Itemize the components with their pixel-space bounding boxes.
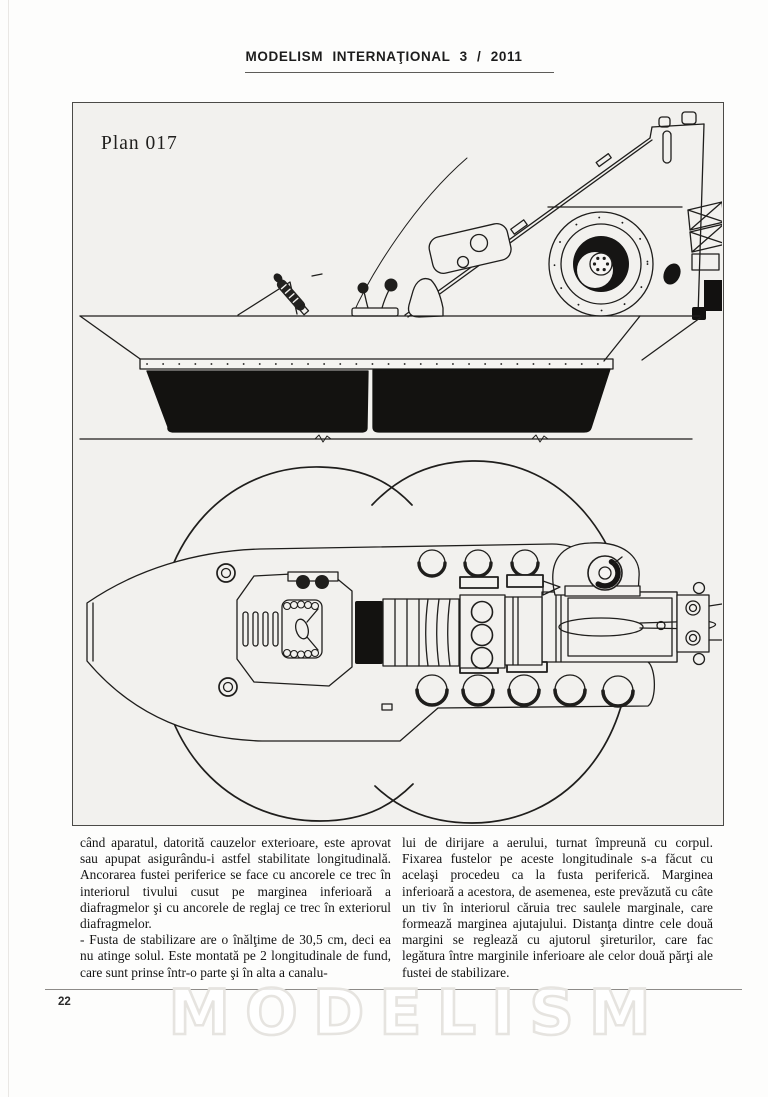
fan-hub-bolts bbox=[592, 256, 610, 272]
air-rudder-blade bbox=[559, 618, 643, 636]
floor-grille bbox=[243, 612, 278, 646]
air-intake-block bbox=[355, 601, 383, 664]
lever-knob bbox=[296, 575, 310, 589]
skirt-front-section bbox=[147, 371, 368, 432]
throttle-spring-unit bbox=[273, 272, 322, 315]
article-body: când aparatul, datorită cauzelor exterio… bbox=[80, 835, 714, 981]
carburetor-box bbox=[460, 595, 505, 668]
article-right-column: lui de dirijare a aerului, turnat împreu… bbox=[402, 835, 713, 981]
bow-bollards bbox=[217, 564, 237, 696]
ground-line bbox=[80, 435, 692, 442]
page-number: 22 bbox=[58, 996, 71, 1008]
plan-view-drawing bbox=[87, 461, 722, 823]
scan-left-edge bbox=[8, 0, 9, 1097]
gearbox bbox=[505, 597, 542, 665]
windscreen-wire bbox=[352, 158, 467, 316]
plan-number-label: Plan 017 bbox=[101, 133, 178, 154]
paragraph: când aparatul, datorită cauzelor exterio… bbox=[80, 835, 391, 932]
rudder-tail-box bbox=[677, 583, 722, 665]
hovercraft-technical-drawing bbox=[73, 103, 722, 824]
engine-block bbox=[355, 595, 542, 710]
stern-lower-diagonal bbox=[642, 318, 700, 360]
fan-cowl-top bbox=[543, 543, 640, 596]
side-view-drawing bbox=[80, 112, 722, 442]
bow-underside bbox=[80, 316, 143, 361]
seat-top-view bbox=[282, 600, 322, 658]
exhaust-pipe bbox=[704, 280, 722, 311]
skirt-rear-section bbox=[373, 369, 610, 432]
header-rule bbox=[245, 72, 554, 73]
cylinder-bands-box bbox=[383, 599, 459, 666]
stern-platform bbox=[542, 592, 716, 662]
exhaust-elbow bbox=[663, 263, 681, 285]
fan-housing bbox=[549, 212, 653, 316]
deck-fitting-small bbox=[382, 704, 392, 710]
fin-cap-small bbox=[659, 117, 670, 127]
article-left-column: când aparatul, datorită cauzelor exterio… bbox=[80, 835, 391, 981]
driver-seat bbox=[408, 221, 513, 317]
tail-fin bbox=[652, 112, 704, 316]
skirt-attachment-strip bbox=[140, 359, 613, 369]
cockpit-opening bbox=[237, 572, 352, 686]
platform-cleat bbox=[511, 220, 527, 234]
footer-rule bbox=[45, 989, 742, 990]
lever-knob bbox=[315, 575, 329, 589]
paragraph: - Fusta de stabilizare are o înălţime de… bbox=[80, 932, 391, 980]
hovercraft-skirt bbox=[147, 369, 610, 432]
fin-slot bbox=[663, 131, 671, 163]
modelism-watermark: MODELISM bbox=[167, 976, 666, 1049]
control-levers bbox=[352, 278, 398, 317]
stern-rudder-assembly bbox=[663, 202, 722, 320]
lever-bracket-top bbox=[288, 572, 338, 581]
fin-trailing-lower bbox=[604, 316, 640, 361]
deck-fittings-top-row bbox=[419, 550, 543, 588]
exhaust-cap bbox=[692, 307, 706, 320]
fan-hub bbox=[590, 253, 612, 275]
paragraph: lui de dirijare a aerului, turnat împreu… bbox=[402, 835, 713, 980]
plan-017-drawing-box: Plan 017 bbox=[72, 102, 724, 826]
magazine-header-title: MODELISM INTERNAŢIONAL 3 / 2011 bbox=[245, 49, 523, 64]
fin-cap-large bbox=[682, 112, 696, 124]
engine-rail bbox=[405, 127, 652, 317]
